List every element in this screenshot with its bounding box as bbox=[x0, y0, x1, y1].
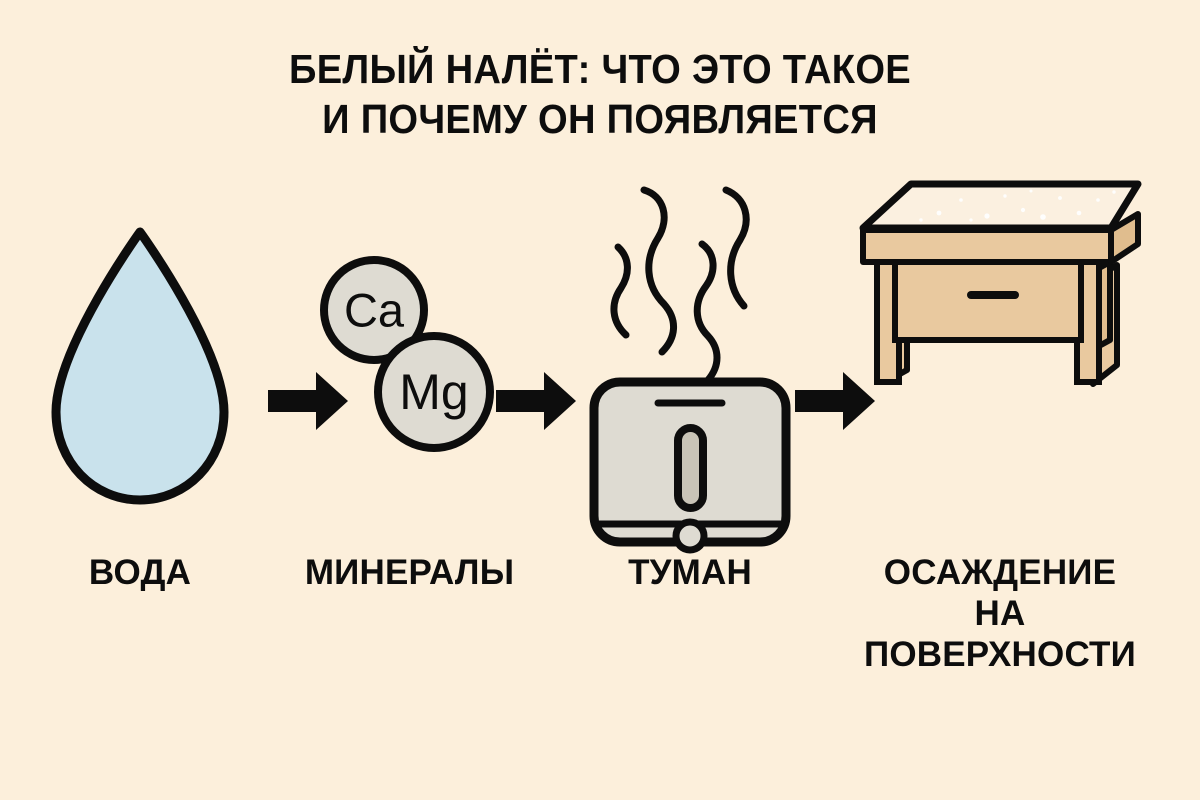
title-line-1: БЕЛЫЙ НАЛЁТ: ЧТО ЭТО ТАКОЕ bbox=[289, 46, 911, 92]
page-title: БЕЛЫЙ НАЛЁТ: ЧТО ЭТО ТАКОЕ И ПОЧЕМУ ОН П… bbox=[42, 44, 1158, 144]
steam-lines bbox=[610, 186, 750, 384]
arrow-right-icon-3 bbox=[795, 370, 875, 432]
stage-label-water: ВОДА bbox=[88, 553, 192, 592]
humidifier-water-window bbox=[674, 424, 707, 512]
humidifier-icon bbox=[589, 186, 791, 554]
stage-label-mist: ТУМАН bbox=[628, 553, 752, 592]
stage-mist bbox=[580, 170, 800, 554]
steam-line-1 bbox=[610, 243, 631, 339]
process-flow: Ca Mg bbox=[0, 170, 1200, 554]
water-drop-icon bbox=[51, 227, 229, 505]
arrow-right-icon-1 bbox=[268, 370, 348, 432]
table-apron bbox=[860, 227, 1114, 265]
table-with-residue-icon bbox=[859, 180, 1142, 387]
stage-surface bbox=[855, 170, 1145, 550]
table-apron-bevel bbox=[1108, 211, 1141, 265]
molecule-ca-label: Ca bbox=[344, 284, 405, 337]
steam-line-3 bbox=[693, 240, 721, 384]
molecule-mg: Mg bbox=[374, 332, 494, 452]
stage-minerals: Ca Mg bbox=[300, 170, 510, 550]
table-drawer bbox=[892, 259, 1084, 343]
stage-water bbox=[20, 170, 260, 550]
humidifier-power-button bbox=[672, 518, 708, 554]
title-line-2: И ПОЧЕМУ ОН ПОЯВЛЯЕТСЯ bbox=[322, 96, 878, 142]
table-drawer-handle bbox=[967, 291, 1019, 299]
table-top-surface bbox=[859, 180, 1142, 232]
stage-label-minerals: МИНЕРАЛЫ bbox=[304, 553, 515, 592]
molecule-ca: Ca bbox=[320, 256, 428, 364]
steam-line-4 bbox=[722, 186, 750, 310]
arrow-right-icon-2 bbox=[496, 370, 576, 432]
stage-label-surface: ОСАЖДЕНИЕ НА ПОВЕРХНОСТИ bbox=[864, 553, 1136, 674]
molecule-mg-label: Mg bbox=[399, 364, 468, 420]
white-residue-specks bbox=[919, 189, 1116, 222]
steam-line-2 bbox=[640, 186, 677, 356]
mineral-molecules-icon: Ca Mg bbox=[320, 256, 494, 452]
